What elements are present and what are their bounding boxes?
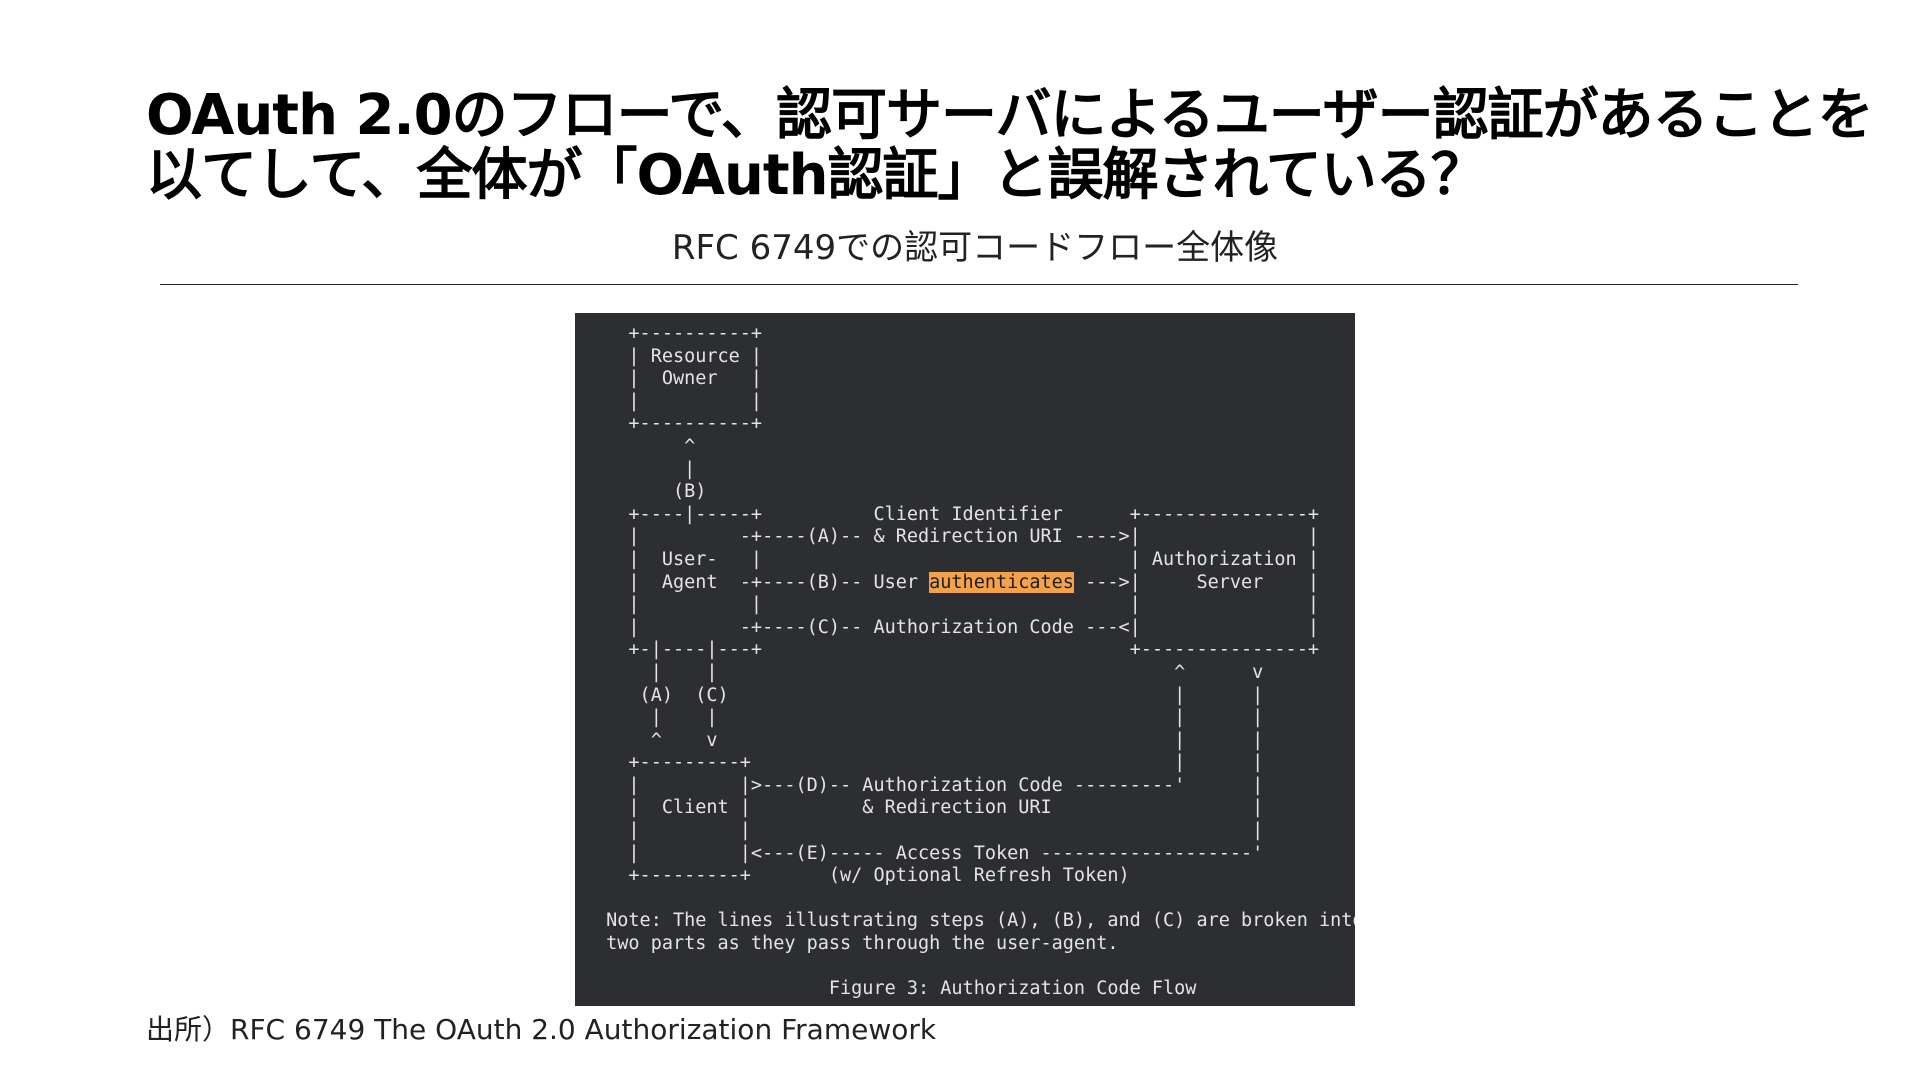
figure-line: (B) [595,481,707,503]
figure-line: | | | [595,820,1264,842]
source-citation: 出所）RFC 6749 The OAuth 2.0 Authorization … [146,1013,937,1046]
figure-line: | | [595,390,763,412]
figure-line: (A) (C) | | [595,684,1264,706]
highlighted-term: authenticates [929,571,1074,593]
figure-line: --->| Server | [1073,571,1319,593]
figure-line: | User- | | Authorization | [595,548,1319,570]
figure-line: +---------+ | | [595,752,1264,774]
figure-line: | Agent -+----(B)-- User [595,571,930,593]
figure-line: | |>---(D)-- Authorization Code --------… [595,774,1264,796]
figure-line: +---------+ (w/ Optional Refresh Token) [595,865,1130,887]
figure-caption: RFC 6749での認可コードフロー全体像 [671,228,1279,268]
figure-line: | Client | & Redirection URI | [595,797,1264,819]
figure-line: | |<---(E)----- Access Token -----------… [595,842,1264,864]
figure-title: Figure 3: Authorization Code Flow [595,978,1197,1000]
figure-line: | [595,458,696,480]
figure-note-line: two parts as they pass through the user-… [595,933,1119,955]
figure-line: +----|-----+ Client Identifier +--------… [595,503,1319,525]
figure-line: | Owner | [595,368,763,390]
figure-line: | Resource | [595,345,763,367]
figure-line: | -+----(A)-- & Redirection URI ---->| | [595,526,1319,548]
figure-note-line: Note: The lines illustrating steps (A), … [595,910,1355,932]
authorization-code-flow-figure: +----------+ | Resource | | Owner | | | … [575,313,1355,1006]
slide-title: OAuth 2.0のフローで、認可サーバによるユーザー認証があることを 以てして… [146,83,1874,208]
ascii-diagram: +----------+ | Resource | | Owner | | | … [595,323,1355,1001]
figure-line: +----------+ [595,413,763,435]
figure-line: | | ^ v [595,661,1264,683]
slide-title-line-1: OAuth 2.0のフローで、認可サーバによるユーザー認証があることを [146,83,1874,148]
figure-line: | | | | [595,594,1319,616]
figure-line: ^ [595,435,696,457]
figure-line: ^ v | | [595,729,1264,751]
divider-line [160,284,1798,285]
figure-line: | | | | [595,707,1264,729]
figure-line: | -+----(C)-- Authorization Code ---<| | [595,616,1319,638]
slide-title-line-2: 以てして、全体が「OAuth認証」と誤解されている？ [146,143,1487,208]
figure-line: +-|----|---+ +---------------+ [595,639,1319,661]
figure-line: +----------+ [595,323,763,344]
